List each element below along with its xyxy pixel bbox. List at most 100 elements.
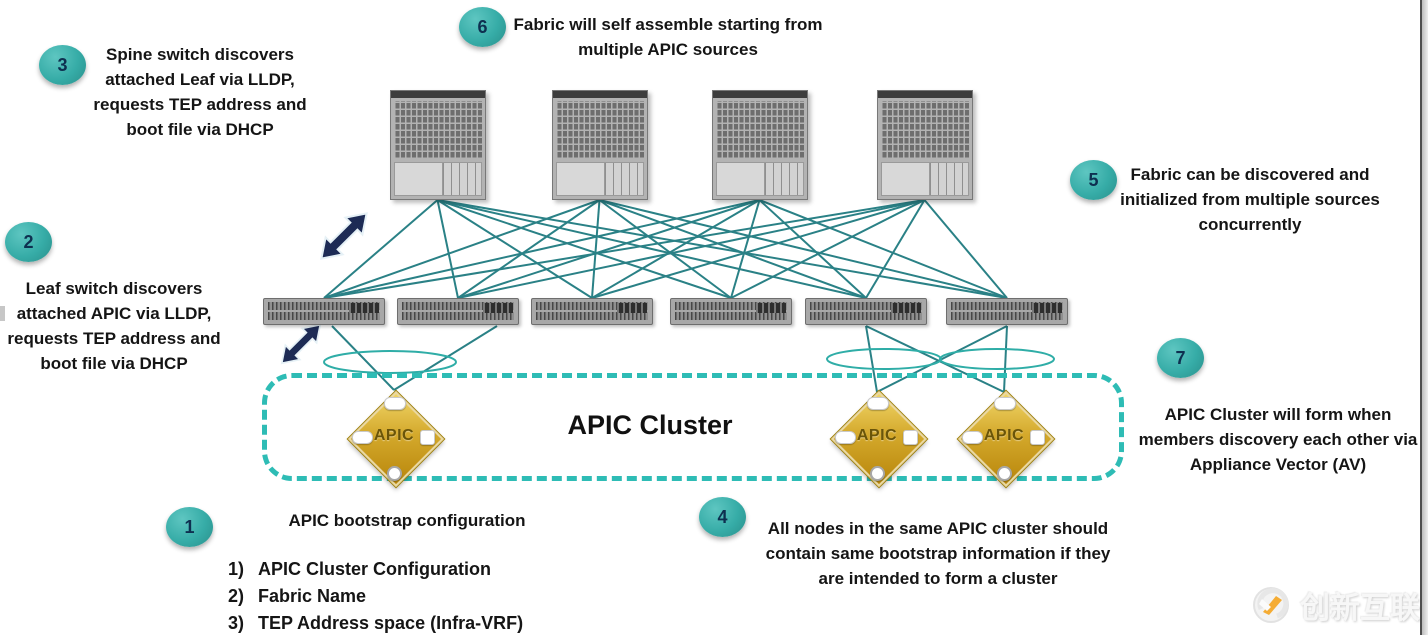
leaf-switch-2 xyxy=(397,298,519,325)
spine-chassis-top xyxy=(712,91,807,98)
fabric-link xyxy=(730,199,925,299)
leaf-port-row xyxy=(268,302,380,310)
fabric-link xyxy=(436,199,459,299)
fabric-link xyxy=(323,199,600,299)
fabric-link xyxy=(591,199,925,299)
left-edge-mark xyxy=(0,306,5,321)
leaf-apic-link xyxy=(393,325,498,391)
apic-node-2: APIC xyxy=(829,389,929,489)
leaf-port-row xyxy=(402,302,514,310)
fabric-link xyxy=(598,199,732,299)
spine-fan-panel xyxy=(764,163,803,195)
spine-lower-panel xyxy=(393,162,482,196)
fabric-link xyxy=(759,199,1008,299)
leaf-port-row xyxy=(536,312,648,320)
callout-number: 5 xyxy=(1088,169,1099,190)
lldp-discovery-arrow-icon xyxy=(320,212,368,260)
fabric-link xyxy=(323,199,760,299)
fabric-link xyxy=(457,199,760,299)
leaf-port-row xyxy=(268,312,380,320)
callout-badge-7: 7 xyxy=(1157,338,1204,378)
leaf-switch-5 xyxy=(805,298,927,325)
callout-number: 7 xyxy=(1175,347,1186,368)
leaf-port-row xyxy=(951,312,1063,320)
discovery-zone-ellipse xyxy=(826,348,942,370)
leaf-port-row xyxy=(402,312,514,320)
fabric-link xyxy=(599,199,1008,299)
fabric-link xyxy=(591,199,601,299)
leaf-switch-1 xyxy=(263,298,385,325)
fabric-link xyxy=(436,199,593,299)
leaf-switch-4 xyxy=(670,298,792,325)
callout-badge-6: 6 xyxy=(459,7,506,47)
spine-lower-panel xyxy=(715,162,804,196)
spine-psu-panel xyxy=(881,163,930,195)
leaf-uplink-ports xyxy=(349,303,379,313)
apic-cluster-label: APIC Cluster xyxy=(567,410,733,440)
fabric-link xyxy=(323,199,439,299)
fabric-link xyxy=(591,199,761,299)
apic-cluster-box xyxy=(262,373,1124,481)
fabric-link xyxy=(758,199,867,299)
leaf-port-row xyxy=(810,312,922,320)
fabric-link xyxy=(865,199,926,299)
spine-port-grid xyxy=(555,101,644,159)
apic-lock-icon xyxy=(1030,430,1045,445)
leaf-port-row xyxy=(675,302,787,310)
spine-port-grid xyxy=(880,101,969,159)
spine-switch-1 xyxy=(389,90,486,200)
bootstrap-item: 2) Fabric Name xyxy=(228,583,523,610)
spine-port-grid xyxy=(393,101,482,159)
spine-switch-4 xyxy=(876,90,973,200)
watermark: 创新互联 xyxy=(1251,583,1420,627)
leaf-apic-link xyxy=(1003,325,1008,393)
spine-psu-panel xyxy=(556,163,605,195)
leaf-port-row xyxy=(810,302,922,310)
spine-lower-panel xyxy=(880,162,969,196)
bootstrap-item-label: APIC Cluster Configuration xyxy=(258,559,491,579)
apic-clock-icon xyxy=(387,466,402,481)
leaf-port-row xyxy=(951,302,1063,310)
leaf-uplink-ports xyxy=(617,303,647,313)
apic-label: APIC xyxy=(373,427,415,444)
leaf-apic-link xyxy=(865,325,878,393)
fabric-link xyxy=(457,199,925,299)
spine-fan-panel xyxy=(929,163,968,195)
apic-label: APIC xyxy=(856,427,898,444)
spine-switch-3 xyxy=(711,90,808,200)
watermark-text: 创新互联 xyxy=(1300,592,1420,625)
discovery-zone-ellipse xyxy=(323,350,457,374)
apic-clock-icon xyxy=(870,466,885,481)
leaf-port-row xyxy=(675,312,787,320)
callout-number: 6 xyxy=(477,16,488,37)
discovery-zone-ellipse xyxy=(939,348,1055,370)
callout-number: 2 xyxy=(23,231,34,252)
callout-badge-2: 2 xyxy=(5,222,52,262)
apic-cloud-icon xyxy=(384,397,406,410)
callout-number: 1 xyxy=(184,516,195,537)
fabric-link xyxy=(437,199,867,299)
leaf-uplink-ports xyxy=(756,303,786,313)
spine-switch-2 xyxy=(551,90,648,200)
apic-clock-icon xyxy=(997,466,1012,481)
spine-psu-panel xyxy=(716,163,765,195)
bootstrap-item-label: TEP Address space (Infra-VRF) xyxy=(258,613,524,633)
callout-number: 3 xyxy=(57,54,68,75)
callout-text-1: APIC bootstrap configuration xyxy=(288,511,526,530)
callout-text-2: Leaf switch discovers attached APIC via … xyxy=(7,279,221,373)
apic-lock-icon xyxy=(903,430,918,445)
slide-right-border xyxy=(1420,0,1422,635)
leaf-switch-3 xyxy=(531,298,653,325)
leaf-uplink-ports xyxy=(891,303,921,313)
leaf-apic-link xyxy=(331,325,395,391)
callout-text-4: All nodes in the same APIC cluster shoul… xyxy=(765,519,1111,588)
lldp-discovery-arrow-icon xyxy=(280,323,322,365)
spine-chassis-top xyxy=(390,91,485,98)
bootstrap-item-label: Fabric Name xyxy=(258,586,367,606)
callout-text-7: APIC Cluster will form when members disc… xyxy=(1138,405,1418,474)
apic-label: APIC xyxy=(983,427,1025,444)
callout-badge-5: 5 xyxy=(1070,160,1117,200)
apic-edit-icon xyxy=(835,431,856,444)
fabric-link xyxy=(437,199,1008,299)
